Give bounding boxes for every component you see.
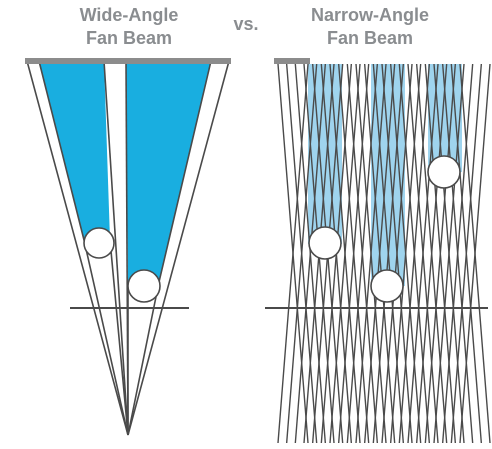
wide-angle-title: Wide-Angle Fan Beam — [44, 4, 214, 50]
wide-beam-line — [103, 60, 129, 436]
narrow-beam-line — [407, 63, 439, 444]
narrow-beam-line — [381, 63, 413, 444]
narrow-beam-line — [424, 63, 457, 444]
narrow-object-1 — [308, 226, 342, 260]
narrow-object-3 — [427, 155, 461, 189]
wide-blocked-beam-2 — [126, 61, 211, 282]
narrow-beam-line — [459, 63, 491, 444]
vs-label: vs. — [233, 14, 259, 34]
narrow-beam-line — [337, 63, 370, 444]
narrow-beam-line — [329, 63, 361, 444]
narrow-beam-line — [372, 63, 405, 444]
wide-beam-line — [83, 239, 129, 436]
narrow-beam-line — [363, 63, 396, 444]
wide-beam-line — [158, 60, 212, 283]
wide-emitter-bar — [25, 58, 231, 64]
wide-angle-title-line1: Wide-Angle — [79, 5, 179, 25]
narrow-angle-title-line1: Narrow-Angle — [310, 5, 429, 25]
narrow-angle-title-line2: Fan Beam — [326, 28, 414, 48]
wide-beam-line — [26, 60, 129, 436]
wide-object-2 — [127, 269, 161, 303]
narrow-angle-panel — [265, 58, 491, 444]
wide-beam-line — [109, 239, 129, 436]
narrow-emitter-bar — [274, 58, 310, 64]
narrow-beam-line — [441, 63, 474, 444]
narrow-beam-line — [285, 63, 318, 444]
narrow-beam-line — [277, 63, 309, 444]
narrow-beam-line — [450, 63, 483, 444]
wide-angle-panel — [25, 58, 231, 436]
wide-beam-line — [127, 60, 230, 436]
narrow-beam-line — [415, 63, 448, 444]
wide-beam-line — [127, 281, 160, 436]
wide-angle-title-line2: Fan Beam — [85, 28, 173, 48]
narrow-beam-line — [389, 63, 422, 444]
narrow-beam-line — [433, 63, 465, 444]
narrow-beam-line — [294, 63, 327, 444]
wide-object-1 — [83, 227, 115, 259]
narrow-beam-line — [398, 63, 431, 444]
narrow-object-2 — [370, 269, 404, 303]
narrow-angle-title: Narrow-Angle Fan Beam — [272, 4, 468, 50]
narrow-beam-line — [355, 63, 387, 444]
narrow-beam-line — [346, 63, 379, 444]
wide-blocked-beam-1 — [39, 61, 110, 240]
wide-beam-line — [38, 60, 85, 241]
